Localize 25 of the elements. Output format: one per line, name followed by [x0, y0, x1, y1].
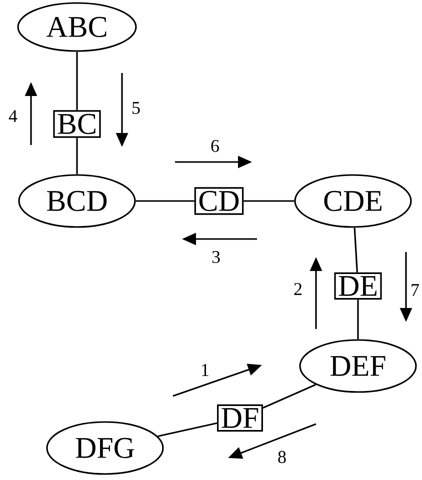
message-number: 3: [212, 250, 220, 264]
connector-line: [244, 200, 294, 202]
message-number: 6: [211, 140, 219, 152]
connector-line: [76, 52, 78, 110]
message-number: 7: [412, 284, 419, 296]
connector-line: [158, 422, 218, 438]
separator-box: CD: [194, 187, 244, 215]
separator-box: DE: [334, 272, 382, 300]
message-number: 2: [294, 283, 302, 295]
connector-line: [357, 300, 359, 340]
separator-box: DF: [217, 404, 263, 432]
ellipse-node: ABC: [17, 2, 137, 52]
ellipse-node: DFG: [46, 421, 164, 475]
ellipse-node: DEF: [299, 339, 417, 393]
separator-box: BC: [53, 110, 101, 138]
connector-line: [76, 138, 78, 174]
connector-line: [354, 228, 358, 272]
message-number: 1: [202, 364, 208, 376]
connector-line: [262, 384, 316, 409]
message-number: 8: [278, 450, 286, 464]
connector-line: [136, 200, 194, 202]
message-number: 5: [132, 102, 140, 114]
message-number: 4: [8, 110, 18, 122]
ellipse-node: BCD: [18, 174, 136, 228]
ellipse-node: CDE: [294, 174, 412, 228]
